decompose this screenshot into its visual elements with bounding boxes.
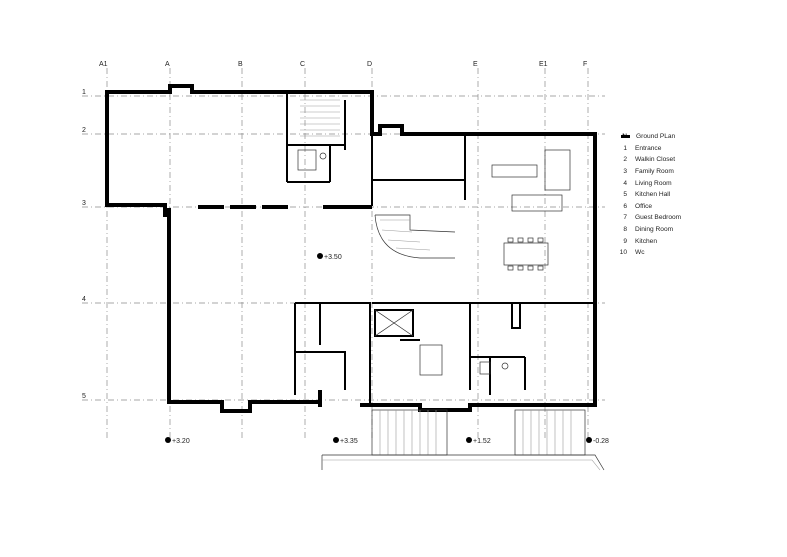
grid-col-label: A1: [99, 61, 108, 68]
grid-col-label: A: [165, 61, 170, 68]
grid-row-label: 2: [82, 127, 86, 134]
grid-col-label: C: [300, 61, 305, 68]
grid-lines: [82, 68, 605, 440]
level-terrace: +1.52: [473, 438, 491, 445]
level-entry-stair: +3.35: [340, 438, 358, 445]
grid-row-label: 3: [82, 200, 86, 207]
grid-col-label: D: [367, 61, 372, 68]
grid-row-label: 1: [82, 89, 86, 96]
entrance-stairs: [321, 409, 605, 471]
legend-title: Ground PLan: [636, 133, 676, 141]
grid-column-labels: A1 A B C D E E1 F: [99, 61, 587, 68]
grid-row-label: 4: [82, 296, 86, 303]
grid-row-label: 5: [82, 393, 86, 400]
grid-col-label: E: [473, 61, 478, 68]
grid-col-label: B: [238, 61, 243, 68]
level-markers: +3.50 +3.20 +3.35 +1.52 -0.28: [165, 253, 609, 445]
interior-walls: [198, 92, 595, 405]
fixtures: [297, 99, 571, 376]
exterior-walls: [105, 84, 597, 413]
grid-col-label: E1: [539, 61, 548, 68]
legend-marker: [621, 135, 630, 139]
level-west: +3.20: [172, 438, 190, 445]
level-street: -0.28: [593, 438, 609, 445]
legend-title-row: N Ground PLan: [612, 131, 762, 143]
grid-col-label: F: [583, 61, 587, 68]
grid-row-labels: 1 2 3 4 5: [82, 89, 86, 400]
level-main: +3.50: [324, 254, 342, 261]
